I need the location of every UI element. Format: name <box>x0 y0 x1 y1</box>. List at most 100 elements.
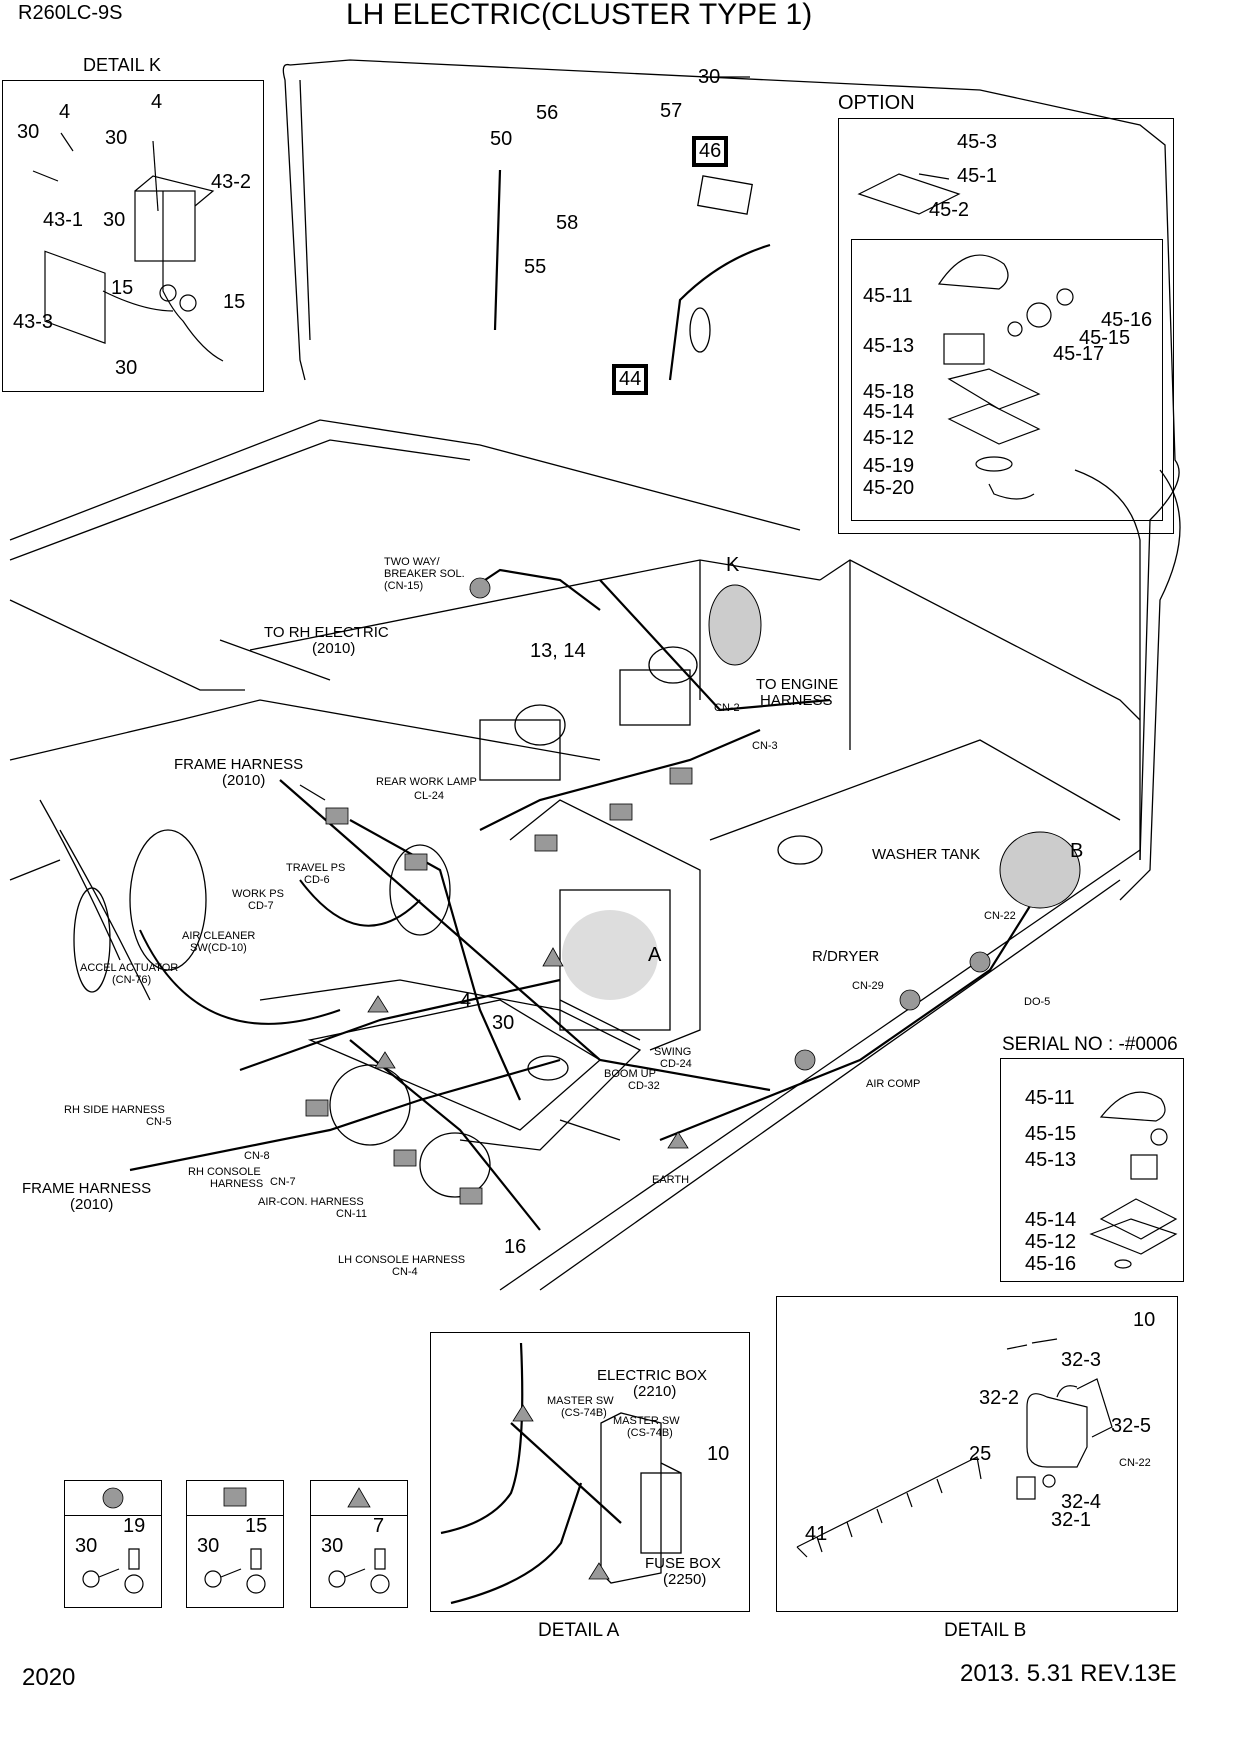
serial-part-45-14: 45-14 <box>1025 1209 1077 1231</box>
label-to-rh: TO RH ELECTRIC <box>264 624 389 641</box>
legend-triangle-part-30: 30 <box>321 1535 344 1557</box>
label-rh-console: RH CONSOLE <box>188 1166 261 1178</box>
label-cd24: CD-24 <box>660 1058 692 1070</box>
detail-b-part-32-4: 32-4 <box>1061 1491 1102 1513</box>
option-part-45-18: 45-18 <box>863 381 915 403</box>
part-58: 58 <box>556 212 579 234</box>
option-part-45-1: 45-1 <box>957 165 998 187</box>
label-boom-up: BOOM UP <box>604 1068 656 1080</box>
detail-b-part-32-5: 32-5 <box>1111 1415 1152 1437</box>
legend-square-head <box>187 1481 283 1516</box>
legend-circle-part-30: 30 <box>75 1535 98 1557</box>
detail-b-part-10: 10 <box>1133 1309 1156 1331</box>
legend-square-part-15: 15 <box>245 1515 268 1537</box>
label-cd32: CD-32 <box>628 1080 660 1092</box>
option-part-45-14: 45-14 <box>863 401 915 423</box>
label-rdryer: R/DRYER <box>812 948 880 965</box>
label-cn29: CN-29 <box>852 980 884 992</box>
label-detail-a-10: 10 <box>707 1443 730 1465</box>
label-cd6: CD-6 <box>304 874 330 886</box>
legend-square-drawing <box>204 1548 266 1594</box>
label-do5: DO-5 <box>1024 996 1051 1008</box>
serial-part-45-13: 45-13 <box>1025 1149 1077 1171</box>
label-work-ps: WORK PS <box>232 888 284 900</box>
legend-square-symbol <box>223 1487 247 1507</box>
serial-part-45-12: 45-12 <box>1025 1231 1077 1253</box>
part-55: 55 <box>524 256 547 278</box>
label-cn76: (CN-76) <box>112 974 152 986</box>
label-electric-box-code: (2210) <box>633 1383 677 1400</box>
detail-k-title: DETAIL K <box>83 55 162 75</box>
detail-b-part-41: 41 <box>805 1523 828 1545</box>
label-master-sw-2: MASTER SW <box>613 1415 680 1427</box>
label-30: 30 <box>492 1012 515 1034</box>
legend-triangle-head <box>311 1481 407 1516</box>
label-earth: EARTH <box>652 1174 690 1186</box>
legend-triangle-box: 30 7 <box>310 1480 408 1608</box>
detail-a-title: DETAIL A <box>538 1620 620 1641</box>
option-part-45-3: 45-3 <box>957 131 998 153</box>
detail-k-part-30-d: 30 <box>115 357 138 379</box>
detail-b-part-32-1: 32-1 <box>1051 1509 1092 1531</box>
revision: 2013. 5.31 REV.13E <box>960 1660 1177 1687</box>
detail-k-part-30-c: 30 <box>103 209 126 231</box>
label-b: B <box>1070 840 1084 862</box>
part-50: 50 <box>490 128 513 150</box>
label-k: K <box>726 554 740 576</box>
detail-a-panel: ELECTRIC BOX (2210) MASTER SW (CS-74B) M… <box>430 1332 750 1612</box>
part-44-boxed: 44 <box>612 364 649 395</box>
label-cn8: CN-8 <box>244 1150 270 1162</box>
label-swing: SWING <box>654 1046 692 1058</box>
option-part-45-19: 45-19 <box>863 455 915 477</box>
serial-title: SERIAL NO : -#0006 <box>1002 1034 1178 1055</box>
serial-panel: 45-11 45-15 45-13 45-14 45-12 45-16 <box>1000 1058 1184 1282</box>
detail-b-panel: 10 32-3 32-2 32-5 25 CN-22 32-4 32-1 41 <box>776 1296 1178 1612</box>
detail-b-label-cn22: CN-22 <box>1119 1457 1151 1469</box>
label-master-sw-1: MASTER SW <box>547 1395 614 1407</box>
detail-k-part-43-3: 43-3 <box>13 311 54 333</box>
detail-k-part-15-b: 15 <box>223 291 246 313</box>
label-cn2: CN-2 <box>714 702 740 714</box>
serial-part-45-15: 45-15 <box>1025 1123 1077 1145</box>
detail-b-part-32-2: 32-2 <box>979 1387 1020 1409</box>
label-lh-console: LH CONSOLE HARNESS <box>338 1254 466 1266</box>
label-cn11: CN-11 <box>336 1208 367 1220</box>
page-title: LH ELECTRIC(CLUSTER TYPE 1) <box>346 0 813 31</box>
label-cl24: CL-24 <box>414 790 444 802</box>
label-frame-code: (2010) <box>222 772 266 789</box>
label-travel-ps: TRAVEL PS <box>286 862 346 874</box>
part-56: 56 <box>536 102 559 124</box>
label-rh-side: RH SIDE HARNESS <box>64 1104 165 1116</box>
legend-square-box: 30 15 <box>186 1480 284 1608</box>
label-air-cleaner: AIR CLEANER <box>182 930 256 942</box>
model-number: R260LC-9S <box>18 2 123 24</box>
label-cs74b-1: (CS-74B) <box>561 1407 607 1419</box>
detail-a-drawing <box>440 1342 682 1605</box>
option-drawing <box>857 173 1074 500</box>
detail-b-title: DETAIL B <box>944 1620 1027 1641</box>
option-part-45-12: 45-12 <box>863 427 915 449</box>
legend-square-part-30: 30 <box>197 1535 220 1557</box>
option-inner-panel <box>851 239 1163 521</box>
label-to-engine: TO ENGINE <box>756 676 839 693</box>
detail-k-part-4-b: 4 <box>151 91 163 113</box>
label-fuse-box-code: (2250) <box>663 1571 707 1588</box>
label-cn22: CN-22 <box>984 910 1016 922</box>
legend-circle-drawing <box>82 1548 144 1594</box>
label-4: 4 <box>460 990 472 1012</box>
label-cn5: CN-5 <box>146 1116 172 1128</box>
detail-k-part-30-a: 30 <box>17 121 40 143</box>
detail-k-part-4-a: 4 <box>59 101 71 123</box>
legend-triangle-part-7: 7 <box>373 1515 385 1537</box>
label-16: 16 <box>504 1236 527 1258</box>
detail-b-part-25: 25 <box>969 1443 992 1465</box>
page-number: 2020 <box>22 1664 76 1691</box>
detail-k-part-15-a: 15 <box>111 277 134 299</box>
legend-circle-box: 30 19 <box>64 1480 162 1608</box>
label-electric-box: ELECTRIC BOX <box>597 1367 708 1384</box>
label-cn3: CN-3 <box>752 740 778 752</box>
option-part-45-13: 45-13 <box>863 335 915 357</box>
legend-circle-head <box>65 1481 161 1516</box>
part-57: 57 <box>660 100 683 122</box>
